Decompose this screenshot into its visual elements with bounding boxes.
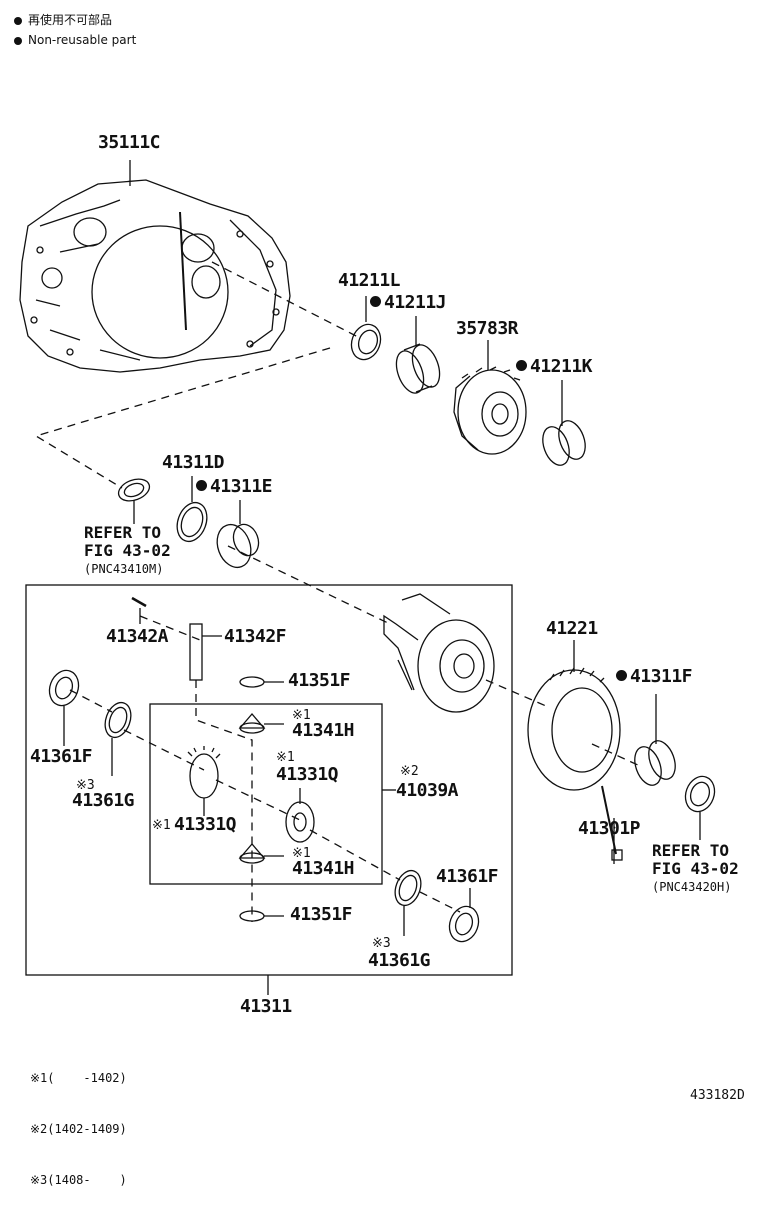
part-label-41311D: 41311D <box>162 452 225 473</box>
part-label-41211L: 41211L <box>338 270 401 291</box>
part-label-41342A: 41342A <box>106 626 169 647</box>
part-label-41211J: 41211J <box>370 292 447 313</box>
mark-3-right: ※3 <box>372 936 391 951</box>
bullet-icon <box>14 16 22 25</box>
pinion-gear-41341H-bottom-drawing <box>238 843 266 864</box>
mark-1-bottom: ※1 <box>292 846 311 861</box>
refer-note-right: REFER TO FIG 43-02 (PNC43420H) <box>652 841 739 895</box>
pinion-gear-41341H-top-drawing <box>238 713 266 734</box>
bearing-41211K-drawing <box>542 420 586 466</box>
bearing-41311F-drawing <box>634 740 676 786</box>
part-label-35783R: 35783R <box>456 318 519 339</box>
part-label-41331Q-left: 41331Q <box>174 814 237 835</box>
oil-seal-ref-left-drawing <box>117 478 151 502</box>
mark-2: ※2 <box>400 764 419 779</box>
bearing-41211J-drawing <box>395 343 441 394</box>
mark-1-mid: ※1 <box>276 750 295 765</box>
non-reusable-bullet-icon <box>370 296 381 307</box>
part-label-41361G-left: 41361G <box>72 790 135 811</box>
part-label-41221: 41221 <box>546 618 598 639</box>
part-label-41211K: 41211K <box>516 356 593 377</box>
side-gear-41331Q-mid-drawing <box>285 801 315 843</box>
kit-41039A-box <box>149 703 383 885</box>
part-label-41342F: 41342F <box>224 626 287 647</box>
footnote-3: ※3(1408- ) <box>30 1173 127 1187</box>
part-label-41351F-bottom: 41351F <box>290 904 353 925</box>
part-label-41311F: 41311F <box>616 666 693 687</box>
exploded-parts-diagram <box>19 160 716 995</box>
part-label-41351F-top: 41351F <box>288 670 351 691</box>
shim-41311D-drawing <box>176 501 208 543</box>
part-label-41361G-right: 41361G <box>368 950 431 971</box>
gear-35783R-drawing <box>453 366 527 455</box>
part-label-41331Q-mid: 41331Q <box>276 764 339 785</box>
mark-3-left: ※3 <box>76 778 95 793</box>
mark-1-left: ※1 <box>152 818 171 833</box>
footnote-1: ※1( -1402) <box>30 1071 127 1085</box>
oil-seal-ref-right-drawing <box>684 775 716 813</box>
part-label-41039A: 41039A <box>396 780 459 801</box>
thrust-washer-41361F-right-drawing <box>448 905 480 943</box>
legend-non-reusable-en: Non-reusable part <box>14 33 136 47</box>
part-label-41301P: 41301P <box>578 818 641 839</box>
thrust-washer-41361G-right-drawing <box>394 869 422 907</box>
bullet-icon <box>14 36 22 45</box>
part-label-35111C: 35111C <box>98 132 161 153</box>
part-label-41341H-bottom: 41341H <box>292 858 355 879</box>
footnote-2: ※2(1402-1409) <box>30 1122 127 1136</box>
differential-case-drawing <box>383 593 495 713</box>
thrust-washer-41361F-left-drawing <box>48 669 80 707</box>
part-label-41311E: 41311E <box>196 476 273 497</box>
refer-note-left: REFER TO FIG 43-02 (PNC43410M) <box>84 523 171 577</box>
mark-1-top: ※1 <box>292 708 311 723</box>
non-reusable-bullet-icon <box>196 480 207 491</box>
non-reusable-bullet-icon <box>616 670 627 681</box>
part-label-41341H-top: 41341H <box>292 720 355 741</box>
ring-gear-41221-drawing <box>527 667 621 791</box>
transaxle-case-drawing <box>19 179 291 373</box>
part-label-41361F-left: 41361F <box>30 746 93 767</box>
diagram-id: 433182D <box>690 1088 745 1103</box>
assembly-41311-box <box>25 584 513 976</box>
part-label-41311: 41311 <box>240 996 292 1017</box>
bearing-41311E-drawing <box>216 523 260 569</box>
thrust-washer-41361G-left-drawing <box>104 701 132 739</box>
footnotes: ※1( -1402) ※2(1402-1409) ※3(1408- ) <box>30 1036 127 1206</box>
legend-non-reusable-jp: 再使用不可部品 <box>14 13 112 27</box>
non-reusable-bullet-icon <box>516 360 527 371</box>
side-gear-41331Q-left-drawing <box>187 746 221 799</box>
oil-seal-41211L-drawing <box>350 323 382 361</box>
part-label-41361F-right: 41361F <box>436 866 499 887</box>
